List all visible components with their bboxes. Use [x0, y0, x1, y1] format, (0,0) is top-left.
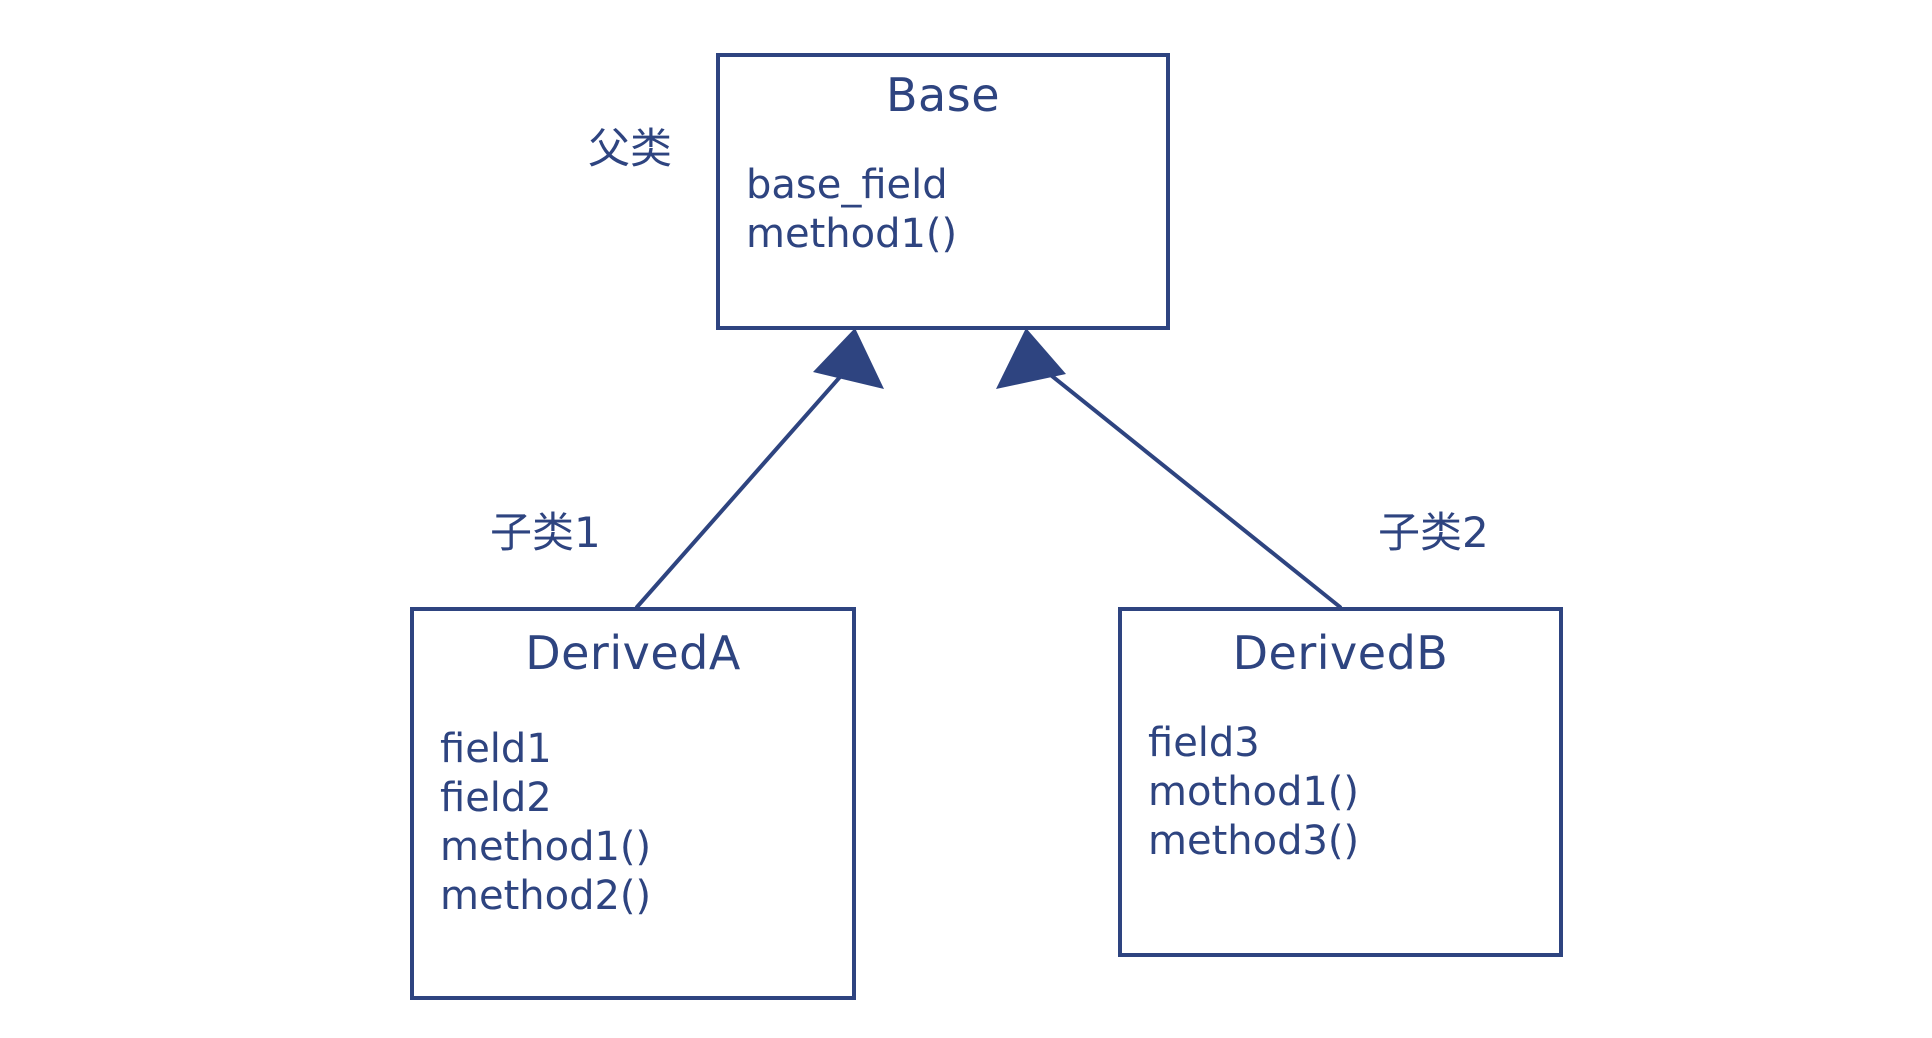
class-box-derived-b[interactable]: DerivedB field3 mothod1() method3() — [1118, 607, 1563, 957]
class-box-derived-a[interactable]: DerivedA field1 field2 method1() method2… — [410, 607, 856, 1000]
connector-line-derived-b — [1020, 350, 1342, 609]
class-members-derived-b: field3 mothod1() method3() — [1122, 719, 1559, 865]
arrowhead-derived-a — [813, 328, 884, 389]
annotation-child-class-1: 子类1 — [490, 508, 601, 557]
class-member: method2() — [440, 872, 652, 919]
class-member: field2 — [440, 775, 552, 822]
class-title-base: Base — [885, 68, 1000, 122]
class-member: method1() — [440, 823, 652, 870]
class-box-base[interactable]: Base base_field method1() — [716, 53, 1170, 330]
inheritance-arrow-derived-b-to-base — [996, 328, 1342, 609]
class-members-base: base_field method1() — [720, 161, 1166, 259]
class-member: field1 — [440, 726, 552, 773]
inheritance-arrow-derived-a-to-base — [635, 328, 884, 609]
class-title-derived-a: DerivedA — [525, 626, 741, 680]
connector-line-derived-a — [635, 350, 864, 609]
class-title-derived-b: DerivedB — [1232, 626, 1449, 680]
class-member: method3() — [1148, 817, 1360, 864]
annotation-child-class-2: 子类2 — [1378, 508, 1489, 557]
class-member: mothod1() — [1148, 769, 1359, 816]
class-member: method1() — [746, 211, 958, 258]
arrowhead-derived-b — [996, 328, 1066, 389]
class-members-derived-a: field1 field2 method1() method2() — [414, 725, 852, 920]
class-member: base_field — [746, 162, 948, 209]
annotation-parent-class: 父类 — [588, 124, 673, 173]
class-member: field3 — [1148, 720, 1260, 767]
